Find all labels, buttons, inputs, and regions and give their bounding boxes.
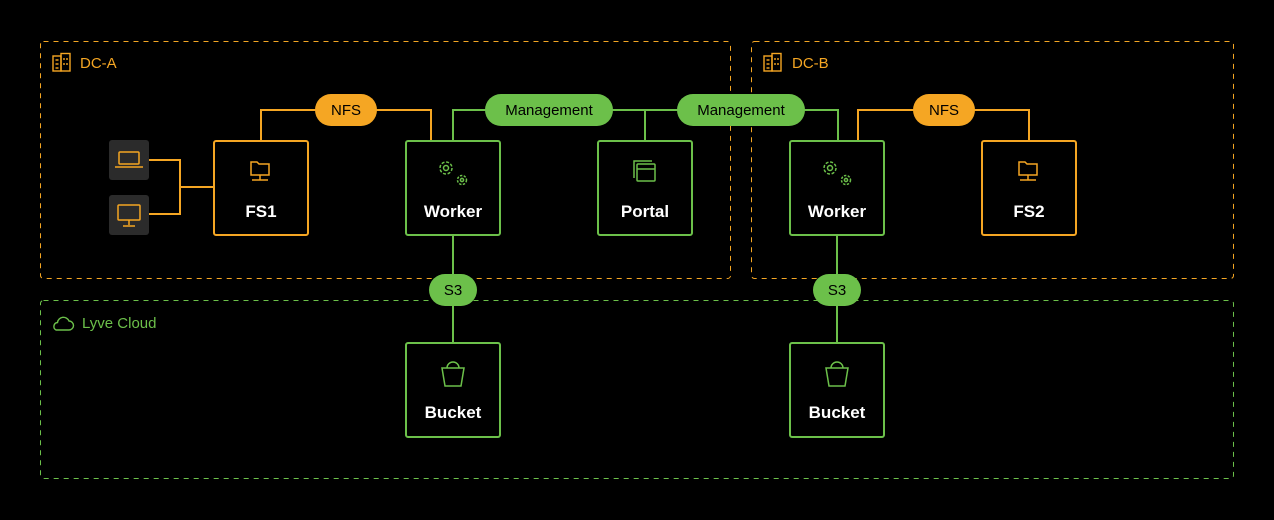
cloud-icon <box>53 316 75 331</box>
browser-windows-icon <box>633 160 656 182</box>
pill-management-2: Management <box>677 94 805 126</box>
zone-label-dc-a: DC-A <box>80 55 117 72</box>
pill-management-1: Management <box>485 94 613 126</box>
pill-label: NFS <box>929 102 959 119</box>
desktop-monitor-icon <box>117 204 141 227</box>
pill-label: Management <box>505 102 593 119</box>
gears-icon <box>823 161 852 186</box>
pill-label: Management <box>697 102 785 119</box>
zone-label-lyve-cloud: Lyve Cloud <box>82 315 157 332</box>
node-bucket-b[interactable]: Bucket <box>789 342 885 438</box>
node-label: Worker <box>424 202 483 221</box>
pill-label: S3 <box>444 282 462 299</box>
node-label: Bucket <box>809 403 866 422</box>
pill-s3-b: S3 <box>813 274 861 306</box>
folder-network-icon <box>250 161 270 181</box>
node-label: Worker <box>808 202 867 221</box>
zone-dc-b <box>751 41 1234 279</box>
node-label: Portal <box>621 202 669 221</box>
bucket-icon <box>825 361 849 387</box>
node-bucket-a[interactable]: Bucket <box>405 342 501 438</box>
pill-nfs-a: NFS <box>315 94 377 126</box>
device-laptop <box>109 140 149 180</box>
pill-label: S3 <box>828 282 846 299</box>
node-portal[interactable]: Portal <box>597 140 693 236</box>
folder-network-icon <box>1018 161 1038 181</box>
zone-label-dc-b: DC-B <box>792 55 829 72</box>
gears-icon <box>439 161 468 186</box>
node-fs2[interactable]: FS2 <box>981 140 1077 236</box>
pill-label: NFS <box>331 102 361 119</box>
building-icon <box>52 52 71 72</box>
laptop-icon <box>115 151 143 168</box>
pill-nfs-b: NFS <box>913 94 975 126</box>
zone-lyve-cloud <box>40 300 1234 479</box>
zone-dc-a <box>40 41 731 279</box>
device-desktop <box>109 195 149 235</box>
node-label: Bucket <box>425 403 482 422</box>
pill-s3-a: S3 <box>429 274 477 306</box>
node-label: FS1 <box>245 202 276 221</box>
node-fs1[interactable]: FS1 <box>213 140 309 236</box>
node-worker-b[interactable]: Worker <box>789 140 885 236</box>
node-label: FS2 <box>1013 202 1044 221</box>
node-worker-a[interactable]: Worker <box>405 140 501 236</box>
bucket-icon <box>441 361 465 387</box>
building-icon <box>763 52 782 72</box>
